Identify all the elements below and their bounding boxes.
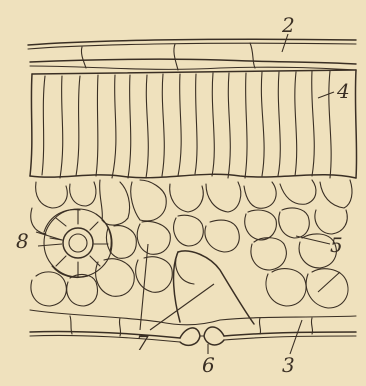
- label-4: 4: [336, 79, 350, 103]
- air-space: [174, 251, 254, 324]
- label-5: 5: [330, 233, 343, 257]
- label-8: 8: [16, 229, 29, 253]
- upper-epidermis: [30, 43, 356, 70]
- label-7: 7: [136, 331, 149, 355]
- label-2: 2: [281, 13, 295, 37]
- stomata: [180, 327, 224, 345]
- spongy-mesophyll: [31, 180, 352, 308]
- lower-epidermis: [30, 310, 356, 342]
- label-3: 3: [282, 353, 295, 377]
- vascular-bundle: [44, 209, 112, 278]
- upper-cuticle: [28, 39, 356, 49]
- palisade-layer: [30, 70, 357, 178]
- label-6: 6: [202, 353, 215, 377]
